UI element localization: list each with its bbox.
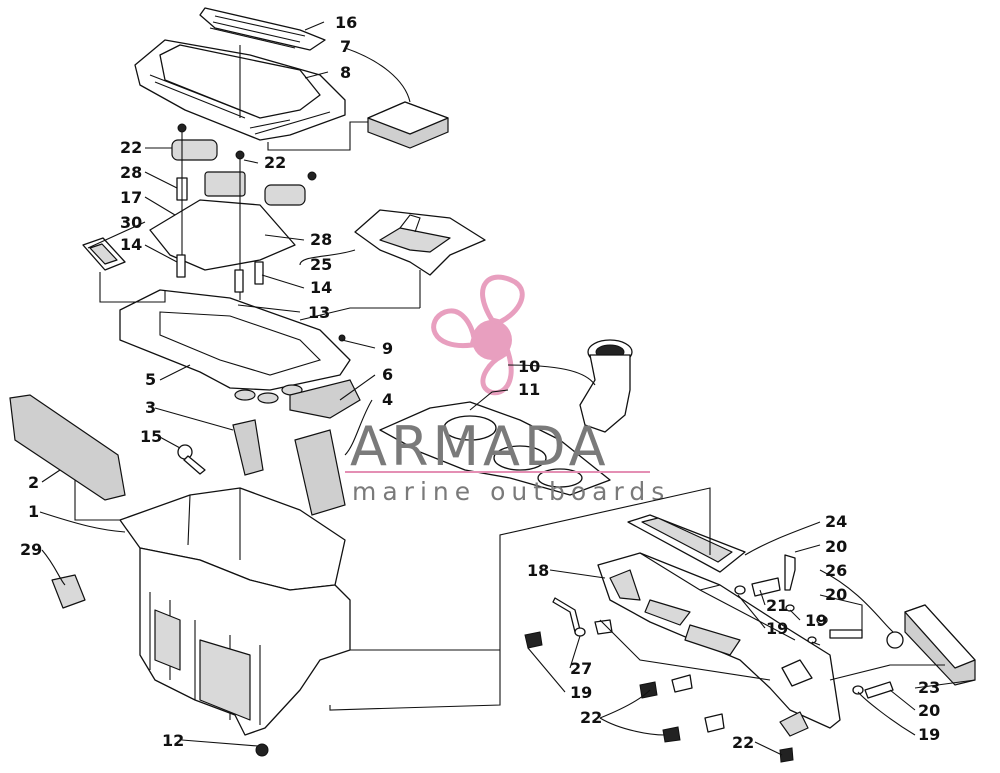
part-18-intake (597, 552, 841, 729)
part-1-housing (119, 487, 351, 736)
part-29-clip (51, 574, 86, 609)
callout-20-c: 20 (918, 701, 940, 720)
callout-8: 8 (340, 63, 351, 82)
callout-22-a: 22 (120, 138, 142, 157)
part-2-foam (9, 394, 126, 501)
part-30-grommet (82, 237, 126, 271)
callout-20-b: 20 (825, 585, 847, 604)
callout-26: 26 (825, 561, 847, 580)
callout-27-label: 27 (570, 659, 592, 678)
part-4-foam (294, 429, 346, 516)
callout-20-a: 20 (825, 537, 847, 556)
hardware-right (524, 554, 894, 763)
watermark-tagline: marine outboards (352, 477, 670, 506)
callout-19-d: 19 (918, 725, 940, 744)
part-6-foam (289, 379, 361, 419)
callout-12: 12 (162, 731, 184, 750)
callout-4: 4 (382, 390, 393, 409)
callout-6: 6 (382, 365, 393, 384)
callout-leaders (39, 21, 976, 756)
part-3-foam (232, 419, 264, 476)
part-10-duct (579, 339, 633, 433)
callout-9: 9 (382, 339, 393, 358)
callout-19-c: 19 (570, 683, 592, 702)
callout-29: 29 (20, 540, 42, 559)
part-23-filter (904, 604, 976, 686)
part-26-plug (886, 631, 904, 649)
callout-22-d: 22 (732, 733, 754, 752)
callout-23-label: 23 (918, 678, 940, 697)
callout-21: 21 (766, 596, 788, 615)
part-15-screw (177, 444, 206, 475)
part-25-scoop (354, 209, 486, 308)
callout-11: 11 (518, 380, 540, 399)
callout-15: 15 (140, 427, 162, 446)
callout-14-b: 14 (310, 278, 332, 297)
callout-2: 2 (28, 473, 39, 492)
component-cluster (149, 123, 317, 300)
callout-17: 17 (120, 188, 142, 207)
callout-28-a: 28 (120, 163, 142, 182)
callout-28-b: 28 (310, 230, 332, 249)
callout-13: 13 (308, 303, 330, 322)
callout-30: 30 (120, 213, 142, 232)
watermark: ARMADA marine outboards (345, 415, 670, 506)
callout-19-b: 19 (766, 619, 788, 638)
callout-16: 16 (335, 13, 357, 32)
callout-24: 24 (825, 512, 847, 531)
watermark-brand: ARMADA (350, 415, 610, 478)
callout-5: 5 (145, 370, 156, 389)
callout-25: 25 (310, 255, 332, 274)
callout-labels: 16 7 8 22 22 28 17 30 14 28 25 14 13 9 5… (20, 13, 940, 752)
part-7-filter (367, 101, 449, 149)
callout-22-c: 22 (580, 708, 602, 727)
callout-18: 18 (527, 561, 549, 580)
callout-19-a: 19 (805, 611, 827, 630)
callout-14-a: 14 (120, 235, 142, 254)
callout-7: 7 (340, 37, 351, 56)
callout-3: 3 (145, 398, 156, 417)
callout-1: 1 (28, 502, 39, 521)
propeller-icon (431, 274, 525, 396)
callout-22-b: 22 (264, 153, 286, 172)
part-16-decal (199, 7, 326, 51)
callout-10: 10 (518, 357, 540, 376)
part-12-drain (255, 743, 269, 757)
part-8-cover (134, 39, 346, 141)
